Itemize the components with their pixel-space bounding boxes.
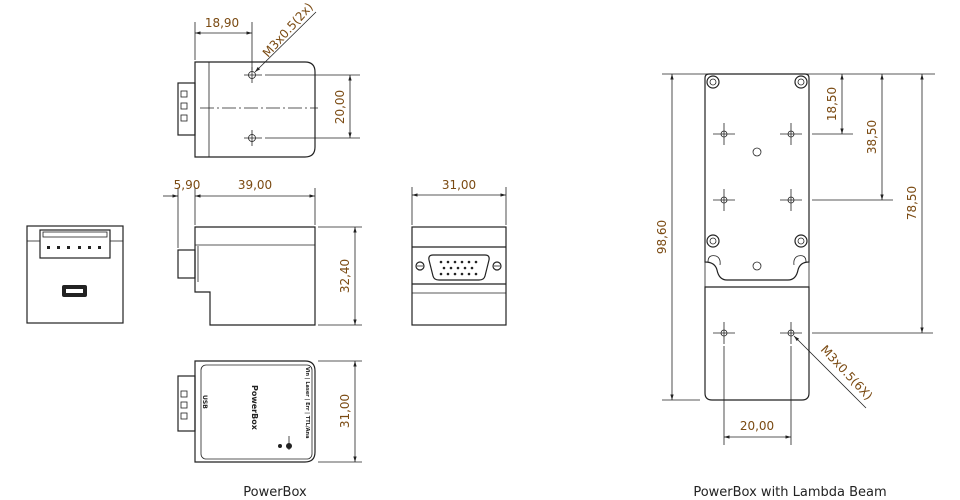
caption-lambda-beam: PowerBox with Lambda Beam — [693, 485, 886, 500]
side-view: 5,90 39,00 32,40 — [163, 178, 362, 326]
dim-lb-first: 18,50 — [825, 87, 839, 121]
mount-hole — [244, 130, 262, 146]
usb-label: USB — [201, 395, 208, 409]
lambda-beam-view: 98,60 18,50 38,50 78,50 M3x0.5(6X) 20,00 — [655, 73, 935, 445]
corner-hole — [794, 75, 808, 89]
dim-lb-second: 38,50 — [865, 120, 879, 154]
dim-lb-third: 78,50 — [905, 186, 919, 220]
led-icon — [278, 444, 282, 448]
corner-hole — [794, 234, 808, 248]
mount-holes — [713, 123, 802, 344]
vga-connector-icon — [428, 254, 490, 281]
dim-lb-thread: M3x0.5(6X) — [818, 342, 876, 402]
corner-hole — [706, 234, 720, 248]
dim-lb-spacing: 20,00 — [740, 419, 774, 433]
mount-hole — [244, 67, 262, 83]
dim-side-height: 32,40 — [338, 259, 352, 293]
dim-lb-total: 98,60 — [655, 220, 669, 254]
dim-bottom-width: 31,00 — [338, 394, 352, 428]
dim-top-thread: M3x0.5(2x) — [260, 0, 316, 60]
end-view: 31,00 — [411, 178, 507, 326]
corner-hole — [706, 75, 720, 89]
caption-powerbox: PowerBox — [243, 485, 307, 500]
dim-top-spacing: 20,00 — [333, 90, 347, 124]
dim-side-length: 39,00 — [238, 178, 272, 192]
front-view — [26, 225, 124, 324]
top-view: 18,90 M3x0.5(2x) 20,00 — [177, 0, 360, 158]
led-labels: Vin | Laser | Err | TTL/Ana — [304, 367, 310, 438]
dim-end-width: 31,00 — [442, 178, 476, 192]
bottom-view: USB PowerBox Vin | Laser | Err | TTL/Ana… — [177, 360, 362, 463]
dim-top-offset: 18,90 — [205, 16, 239, 30]
dim-side-connector: 5,90 — [174, 178, 201, 192]
product-label: PowerBox — [250, 385, 259, 431]
